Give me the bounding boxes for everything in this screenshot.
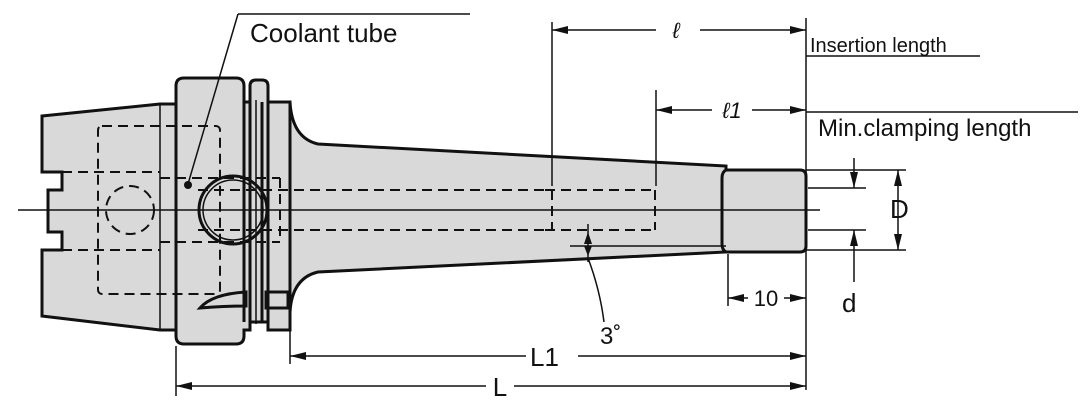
D-label: D: [890, 194, 909, 224]
insertion-length-label: Insertion length: [810, 35, 947, 57]
coolant-tube-label: Coolant tube: [250, 18, 397, 48]
flange: [174, 76, 292, 346]
min-clamping-length-label: Min.clamping length: [818, 115, 1031, 142]
dim-L: [175, 346, 806, 396]
dim-10: [727, 254, 806, 306]
dim-diameters: [806, 158, 906, 282]
taper-shank: [40, 102, 178, 332]
dim-L1: [289, 318, 806, 364]
ell1-label: ℓ1: [721, 98, 741, 123]
ell-label: ℓ: [671, 18, 680, 43]
dim-angle: [570, 224, 726, 323]
L1-label: L1: [530, 342, 559, 372]
L-label: L: [493, 372, 507, 402]
angle-label: 3˚: [600, 323, 621, 350]
key-slot: [196, 290, 248, 310]
d-label: d: [842, 288, 856, 318]
coolant-tube-leader: [184, 13, 470, 189]
taper-body: [288, 101, 728, 313]
nose: [720, 168, 808, 254]
ten-label: 10: [754, 286, 778, 311]
holder-body: [40, 76, 808, 346]
dim-min-clamping-length: [655, 90, 1078, 186]
dim-insertion-length: [551, 18, 980, 390]
key-slot: [264, 290, 290, 310]
